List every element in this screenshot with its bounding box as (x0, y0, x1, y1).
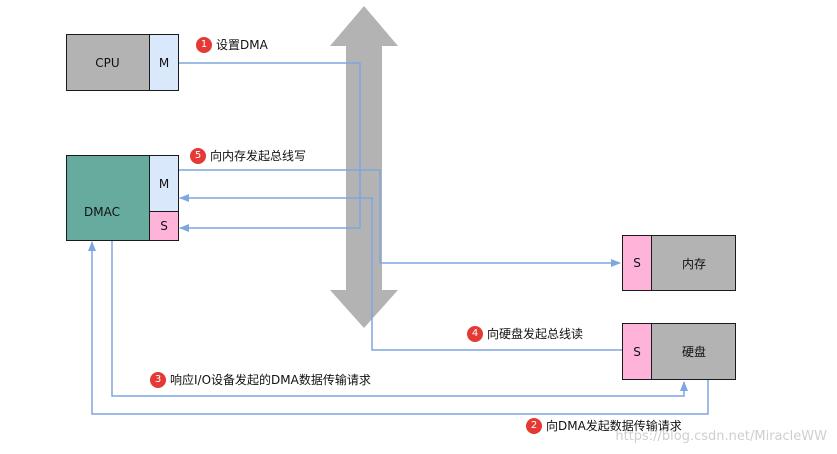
disk-slave-port-label: S (633, 344, 641, 359)
arrow-step-2 (88, 241, 709, 415)
disk-slave-port (622, 323, 652, 380)
step-2-text: 向DMA发起数据传输请求 (546, 419, 682, 433)
memory-label: 内存 (681, 256, 706, 271)
dmac-master-port-label: M (158, 176, 170, 191)
dmac-slave-port-label: S (160, 219, 168, 233)
memory-slave-port-label: S (633, 256, 641, 270)
step-5-text: 向内存发起总线写 (210, 149, 307, 163)
step-2-badge: 2 (526, 417, 542, 434)
memory-slave-port (622, 235, 652, 291)
step-3-badge: 3 (150, 371, 166, 388)
step-5-annotation: 5 向内存发起总线写 (190, 147, 306, 164)
watermark: https://blog.csdn.net/MiracleWW (615, 429, 827, 444)
step-1-annotation: 1 设置DMA (196, 36, 268, 53)
system-bus (330, 6, 398, 328)
step-4-annotation: 4 向硬盘发起总线读 (467, 325, 583, 342)
disk-label: 硬盘 (681, 345, 706, 359)
arrow-step-5 (178, 169, 621, 267)
cpu-master-port (149, 34, 179, 91)
step-4-badge: 4 (467, 325, 483, 342)
cpu-label: CPU (95, 55, 120, 70)
dmac-slave-port (149, 211, 179, 241)
dmac-master-port (149, 155, 179, 212)
step-2-annotation: 2 向DMA发起数据传输请求 (526, 417, 682, 434)
arrow-step-1 (178, 62, 361, 232)
step-3-text: 响应I/O设备发起的DMA数据传输请求 (170, 373, 371, 387)
arrow-step-4 (179, 194, 622, 351)
step-1-badge: 1 (196, 36, 212, 53)
step-4-text: 向硬盘发起总线读 (487, 327, 584, 341)
step-5-badge: 5 (190, 147, 206, 164)
dmac-label: DMAC (84, 205, 120, 219)
step-1-text: 设置DMA (216, 38, 268, 52)
arrow-step-3 (111, 240, 688, 397)
step-3-annotation: 3 响应I/O设备发起的DMA数据传输请求 (150, 371, 371, 388)
cpu-master-port-label: M (158, 55, 170, 70)
